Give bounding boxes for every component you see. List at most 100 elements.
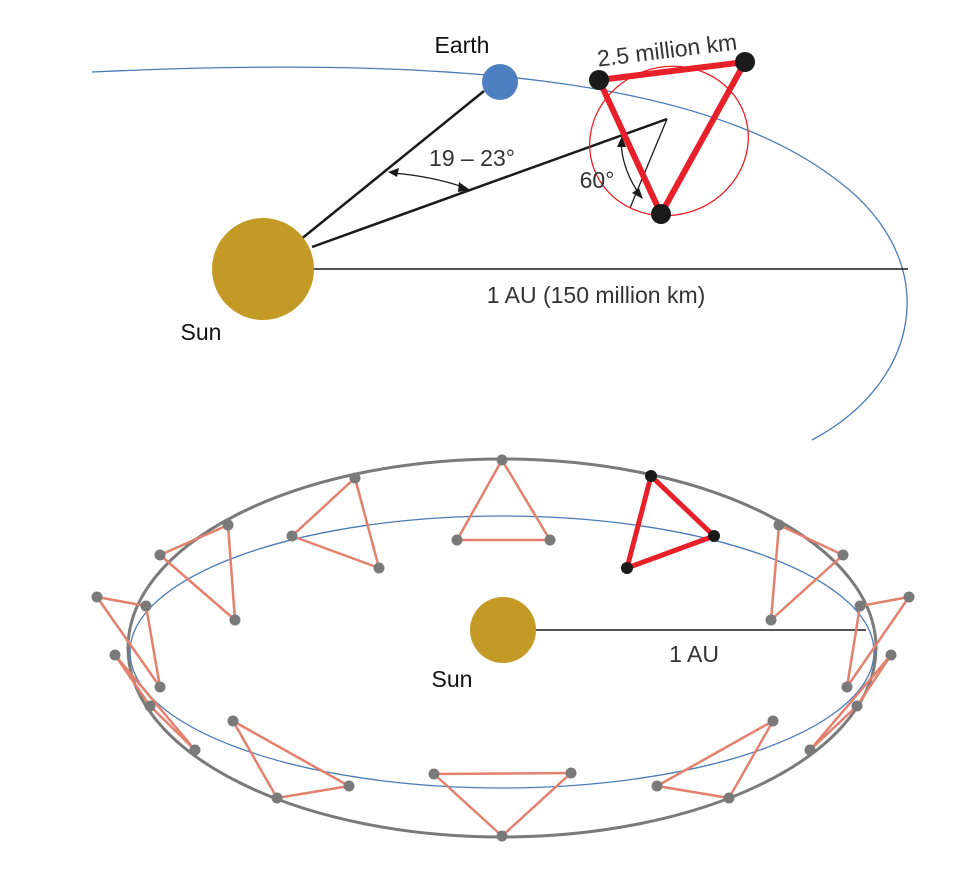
constellation-8-arm-2 (656, 784, 730, 800)
constellation-9-arm-1 (809, 654, 892, 751)
arm-left (596, 78, 664, 216)
constellation-11-spacecraft-1 (773, 519, 785, 531)
constellation-11-arm-3 (769, 524, 781, 621)
spacecraft-a (589, 70, 609, 90)
constellation-2-arm-3 (353, 477, 381, 569)
constellation-4-spacecraft-3 (154, 681, 166, 693)
constellation-4-spacecraft-2 (91, 591, 103, 603)
arm-right (658, 60, 748, 216)
bottom-sun-label: Sun (432, 666, 473, 692)
constellation-2-spacecraft-3 (373, 562, 385, 574)
constellation-4-spacecraft-1 (140, 600, 152, 612)
tilt-angle-arrowhead-b (632, 188, 643, 199)
constellation-1-spacecraft-3 (544, 534, 556, 546)
sun-label: Sun (181, 319, 222, 345)
earth-label: Earth (435, 32, 490, 58)
constellation-7-arm-3 (501, 772, 572, 837)
constellation-8-spacecraft-2 (651, 780, 663, 792)
constellation-6-spacecraft-3 (343, 780, 355, 792)
bottom-panel: Sun 1 AU (91, 454, 915, 842)
constellation-2-arm-2 (291, 534, 380, 570)
constellation-10-spacecraft-1 (903, 591, 915, 603)
earth-orbit-ellipse (129, 515, 875, 789)
constellation-8-spacecraft-1 (767, 715, 779, 727)
constellation-3-spacecraft-3 (229, 614, 241, 626)
constellation-4-arm-3 (144, 605, 162, 688)
constellation-6-spacecraft-2 (271, 792, 283, 804)
constellation-7-spacecraft-1 (496, 830, 508, 842)
constellation-6-arm-1 (231, 720, 279, 799)
constellation-8-spacecraft-3 (723, 792, 735, 804)
constellation-4-arm-2 (95, 596, 162, 688)
orbit-constellations (91, 454, 915, 842)
constellation-3-spacecraft-2 (154, 549, 166, 561)
top-panel: Earth Sun 2.5 million km 19 – 23° 60° 1 … (91, 29, 908, 441)
constellation-10-arm-1 (859, 595, 910, 608)
constellation-5-spacecraft-3 (189, 744, 201, 756)
constellation-5-spacecraft-2 (144, 700, 156, 712)
current-spacecraft-a (645, 470, 657, 482)
sun (212, 218, 314, 320)
constellation-10-spacecraft-2 (854, 600, 866, 612)
tilt-angle-arrowhead-a (617, 136, 626, 147)
constellation-circle (589, 65, 749, 217)
constellation-1-spacecraft-2 (451, 534, 463, 546)
constellation-9-arm-3 (855, 654, 893, 707)
current-spacecraft-b (708, 530, 720, 542)
constellation-2-spacecraft-2 (286, 530, 298, 542)
distance-label: 1 AU (150 million km) (487, 282, 706, 308)
spacecraft-b (735, 52, 755, 72)
earth (482, 64, 518, 100)
constellation-1-arm-1 (455, 459, 504, 541)
arm-top (598, 59, 746, 83)
current-spacecraft-c (621, 562, 633, 574)
constellation-3-arm-3 (226, 524, 237, 621)
constellation-6-arm-3 (232, 719, 350, 788)
constellation-10-arm-2 (845, 605, 862, 688)
constellation-11-arm-1 (778, 523, 844, 557)
earth-orbit-arc (91, 66, 908, 441)
sun-earth-line (299, 90, 485, 241)
constellation-5-spacecraft-1 (109, 649, 121, 661)
constellation-1-spacecraft-1 (496, 454, 508, 466)
current-arm-3 (624, 475, 654, 569)
constellation-2-arm-1 (291, 477, 356, 537)
spacecraft-c (651, 204, 671, 224)
constellation-9-arm-2 (809, 705, 858, 751)
constellation-7-spacecraft-2 (428, 768, 440, 780)
constellation-11-arm-2 (770, 554, 844, 621)
constellation-9-spacecraft-1 (885, 649, 897, 661)
sun-constellation-line (311, 117, 668, 249)
constellation-3-spacecraft-1 (222, 519, 234, 531)
constellation-6-spacecraft-1 (227, 715, 239, 727)
trailing-angle-arrow (391, 172, 467, 189)
constellation-7-arm-2 (433, 771, 572, 776)
constellation-10-spacecraft-3 (841, 681, 853, 693)
constellation-9-spacecraft-2 (804, 744, 816, 756)
tilt-angle-label: 60° (580, 167, 615, 193)
constellation-4-arm-1 (96, 595, 147, 608)
bottom-sun (470, 597, 536, 663)
constellation-10-arm-3 (845, 596, 911, 688)
constellation-triangle (589, 52, 755, 224)
constellation-2-spacecraft-1 (349, 472, 361, 484)
constellation-1-arm-3 (500, 459, 552, 541)
current-arm-2 (626, 533, 715, 571)
constellation-3-arm-2 (159, 554, 236, 621)
constellation-11-spacecraft-3 (765, 614, 777, 626)
bottom-distance-label: 1 AU (669, 641, 719, 667)
trailing-angle-arrowhead-a (388, 168, 399, 177)
constellation-5-arm-3 (114, 654, 196, 751)
constellation-11-spacecraft-2 (837, 549, 849, 561)
trailing-angle-label: 19 – 23° (429, 145, 515, 171)
constellation-6-arm-2 (276, 784, 350, 800)
constellation-7-arm-1 (433, 773, 503, 837)
constellation-7-spacecraft-3 (565, 767, 577, 779)
current-arm-1 (649, 474, 716, 538)
constellation-3-arm-1 (159, 523, 229, 557)
current-constellation (621, 470, 720, 574)
constellation-8-arm-3 (727, 720, 775, 799)
constellation-9-spacecraft-3 (851, 700, 863, 712)
constellation-8-arm-1 (656, 719, 774, 788)
